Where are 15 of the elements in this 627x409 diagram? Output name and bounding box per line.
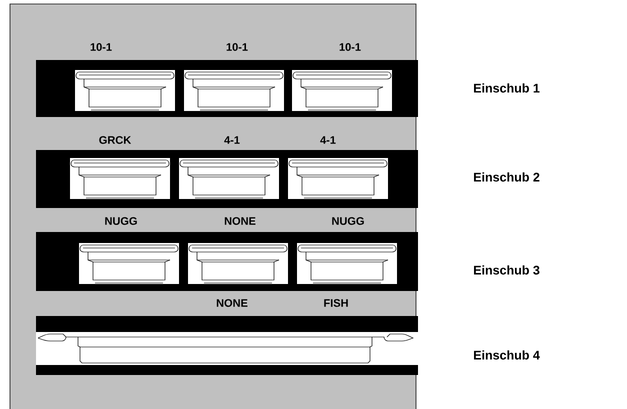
row-label: Einschub 3: [474, 265, 540, 275]
slot-label: 4-1: [320, 136, 336, 144]
row-label: Einschub 1: [474, 83, 540, 93]
slot-label: NUGG: [332, 217, 364, 225]
slot-label: 4-1: [224, 136, 240, 144]
slot-label: GRCK: [99, 136, 132, 144]
slot-label: FISH: [324, 299, 348, 307]
row-label: Einschub 2: [474, 172, 540, 182]
slot-label: NUGG: [105, 217, 137, 225]
slot-label: 10-1: [226, 43, 248, 51]
row-label: Einschub 4: [474, 350, 540, 360]
slot-label: NONE: [216, 299, 248, 307]
slot-label: 10-1: [90, 43, 112, 51]
slot-label: NONE: [224, 217, 256, 225]
slot-label: 10-1: [340, 43, 361, 51]
